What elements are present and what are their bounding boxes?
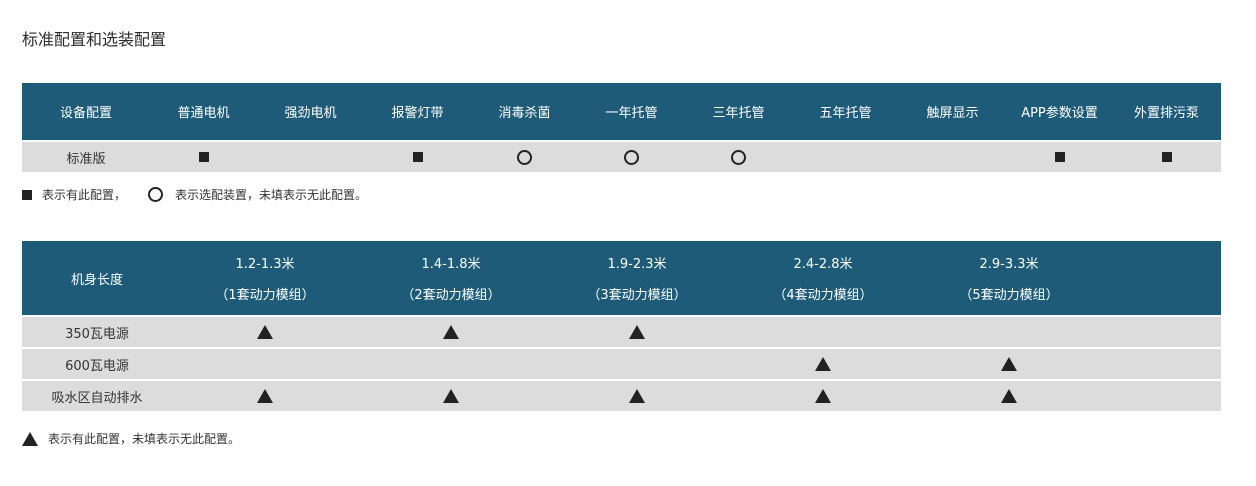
- triangle-icon: [815, 357, 831, 371]
- table1-header-cell: 普通电机: [177, 106, 230, 121]
- legend-triangle: 表示有此配置，未填表示无此配置。: [22, 430, 240, 447]
- length-range: 2.9-3.3米: [979, 257, 1039, 272]
- page-title: 标准配置和选装配置: [22, 30, 167, 49]
- module-count: （2套动力模组）: [401, 288, 501, 303]
- legend-standard: 表示有此配置， 表示选配装置，未填表示无此配置。: [22, 186, 367, 203]
- triangle-icon: [22, 431, 38, 446]
- triangle-icon: [257, 325, 273, 339]
- table2-header-cell: 2.9-3.3米 （5套动力模组）: [916, 253, 1102, 303]
- triangle-icon: [815, 389, 831, 403]
- table2-cell: [916, 357, 1102, 371]
- table2-row-label: 600瓦电源: [65, 358, 129, 374]
- table2-header-cell: 1.2-1.3米 （1套动力模组）: [172, 253, 358, 303]
- table2-cell: [172, 389, 358, 403]
- table1-cell: [150, 152, 257, 162]
- table2-header: 机身长度 1.2-1.3米 （1套动力模组） 1.4-1.8米 （2套动力模组） 1.9…: [22, 241, 1221, 315]
- table1-header-cell: APP参数设置: [1021, 106, 1098, 121]
- table2-cell: [358, 389, 544, 403]
- triangle-icon: [443, 389, 459, 403]
- legend-triangle-text: 表示有此配置，未填表示无此配置。: [48, 432, 241, 446]
- circle-icon: [517, 149, 532, 165]
- table2-cell: [544, 389, 730, 403]
- table2-cell: [916, 389, 1102, 403]
- triangle-icon: [1001, 389, 1017, 403]
- triangle-icon: [257, 389, 273, 403]
- table2-header-cell: 1.4-1.8米 （2套动力模组）: [358, 253, 544, 303]
- table1-cell: [1006, 152, 1113, 162]
- table1-cell: [471, 149, 578, 165]
- triangle-icon: [629, 389, 645, 403]
- table2-header-cell: 1.9-2.3米 （3套动力模组）: [544, 253, 730, 303]
- table2-header-label: 机身长度: [70, 272, 123, 288]
- table1-header-cell: 外置排污泵: [1133, 106, 1199, 121]
- table1-cell: [685, 149, 792, 165]
- circle-icon: [148, 187, 164, 202]
- table1-header: 设备配置 普通电机 强劲电机 报警灯带 消毒杀菌 一年托管 三年托管 五年托管 …: [22, 83, 1221, 140]
- table2-header-cell: 2.4-2.8米 （4套动力模组）: [730, 253, 916, 303]
- table1-header-cell: 设备配置: [59, 106, 112, 121]
- table-row: 标准版: [22, 142, 1221, 172]
- module-count: （4套动力模组）: [773, 288, 873, 303]
- length-range: 1.4-1.8米: [421, 257, 481, 272]
- square-icon: [22, 189, 32, 200]
- length-range: 1.2-1.3米: [235, 257, 295, 272]
- length-range: 1.9-2.3米: [607, 257, 667, 272]
- table1-row-label: 标准版: [66, 151, 106, 167]
- length-range: 2.4-2.8米: [793, 257, 853, 272]
- table1-header-cell: 一年托管: [605, 106, 658, 121]
- module-count: （3套动力模组）: [587, 288, 687, 303]
- table1-cell: [364, 152, 471, 162]
- legend-circle-text: 表示选配装置，未填表示无此配置。: [175, 188, 368, 202]
- legend-square-text: 表示有此配置，: [42, 188, 127, 202]
- table-row: 350瓦电源: [22, 317, 1221, 347]
- square-icon: [1161, 152, 1172, 162]
- table1-header-cell: 三年托管: [712, 106, 765, 121]
- triangle-icon: [1001, 357, 1017, 371]
- module-count: （5套动力模组）: [959, 288, 1059, 303]
- standard-config-table: 设备配置 普通电机 强劲电机 报警灯带 消毒杀菌 一年托管 三年托管 五年托管 …: [22, 83, 1221, 172]
- table1-cell: [1113, 152, 1220, 162]
- body-length-table: 机身长度 1.2-1.3米 （1套动力模组） 1.4-1.8米 （2套动力模组） 1.9…: [22, 241, 1221, 411]
- table2-cell: [358, 325, 544, 339]
- table1-header-cell: 触屏显示: [926, 106, 979, 121]
- table2-cell: [172, 325, 358, 339]
- table2-cell: [730, 357, 916, 371]
- table2-cell: [730, 389, 916, 403]
- square-icon: [198, 152, 209, 162]
- square-icon: [1054, 152, 1065, 162]
- triangle-icon: [443, 325, 459, 339]
- table-row: 吸水区自动排水: [22, 381, 1221, 411]
- table1-header-cell: 五年托管: [819, 106, 872, 121]
- table2-row-label: 350瓦电源: [65, 326, 129, 342]
- circle-icon: [731, 149, 746, 165]
- square-icon: [412, 152, 423, 162]
- table-row: 600瓦电源: [22, 349, 1221, 379]
- table1-header-cell: 消毒杀菌: [498, 106, 551, 121]
- module-count: （1套动力模组）: [215, 288, 315, 303]
- triangle-icon: [629, 325, 645, 339]
- table2-row-label: 吸水区自动排水: [51, 390, 143, 406]
- table1-header-cell: 报警灯带: [391, 106, 444, 121]
- circle-icon: [624, 149, 639, 165]
- table2-cell: [544, 325, 730, 339]
- table1-header-cell: 强劲电机: [284, 106, 337, 121]
- table1-cell: [578, 149, 685, 165]
